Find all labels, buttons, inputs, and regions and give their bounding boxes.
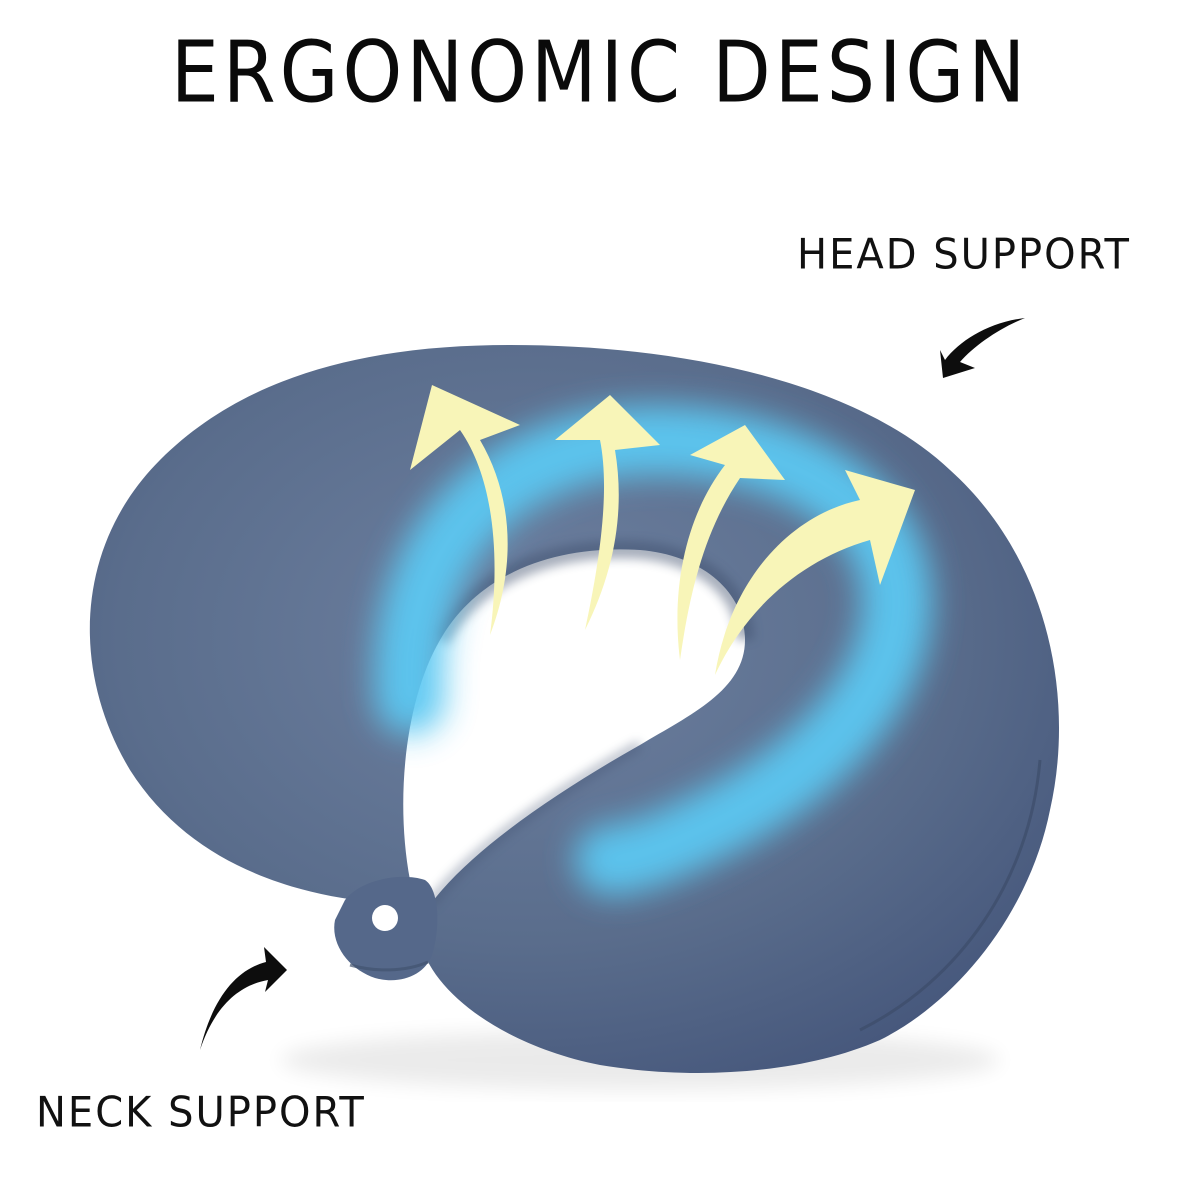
airflow-arrow-2 <box>555 395 660 630</box>
head-support-arrow <box>940 318 1025 378</box>
head-support-label: HEAD SUPPORT <box>797 230 1131 280</box>
airflow-arrow-4 <box>715 470 915 675</box>
snap-tab <box>334 876 438 981</box>
page-title: ERGONOMIC DESIGN <box>170 22 1030 122</box>
neck-support-arrow <box>200 947 287 1050</box>
neck-support-label: NECK SUPPORT <box>36 1088 366 1138</box>
airflow-arrows <box>410 385 915 675</box>
airflow-arrow-3 <box>677 425 785 660</box>
snap-hole <box>372 905 398 931</box>
airflow-arrow-1 <box>410 385 520 635</box>
